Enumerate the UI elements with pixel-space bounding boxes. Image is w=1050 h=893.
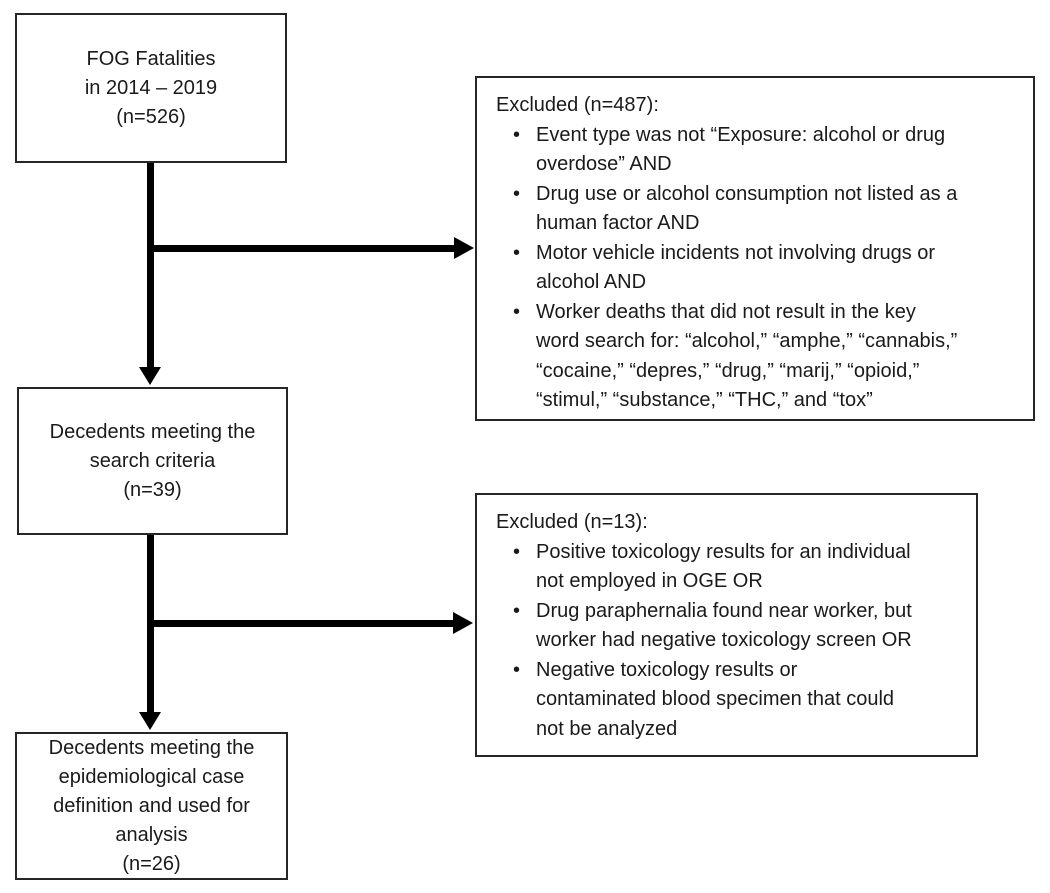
bullet-text-line: Positive toxicology results for an indiv… bbox=[536, 540, 911, 563]
box-text-line: FOG Fatalities bbox=[86, 47, 216, 70]
bullet-icon: • bbox=[513, 123, 521, 146]
bullet-icon: • bbox=[513, 241, 521, 264]
bullet-text-line: Negative toxicology results or bbox=[536, 658, 798, 681]
bullet-text-line: worker had negative toxicology screen OR bbox=[536, 629, 912, 651]
exclusion-box-2: Excluded (n=13): • Positive toxicology r… bbox=[475, 493, 978, 757]
box-text-line: Decedents meeting the bbox=[48, 736, 255, 759]
bullet-item: • Drug use or alcohol consumption not li… bbox=[496, 180, 1021, 239]
bullet-item: • Worker deaths that did not result in t… bbox=[496, 298, 1021, 416]
flow-box-case-definition: Decedents meeting the epidemiological ca… bbox=[15, 732, 288, 880]
box-text-line: definition and used for bbox=[53, 794, 250, 817]
bullet-text-line: not employed in OGE OR bbox=[536, 570, 763, 592]
arrow-down-icon bbox=[139, 367, 161, 385]
exclusion-title: Excluded (n=487): bbox=[496, 94, 659, 116]
bullet-icon: • bbox=[513, 540, 521, 563]
bullet-text-line: Drug use or alcohol consumption not list… bbox=[536, 182, 958, 205]
bullet-icon: • bbox=[513, 300, 521, 323]
bullet-text-line: human factor AND bbox=[536, 212, 700, 234]
bullet-item: • Event type was not “Exposure: alcohol … bbox=[496, 121, 1021, 180]
arrow-down-icon bbox=[139, 712, 161, 730]
box-text-line: (n=39) bbox=[123, 478, 182, 501]
bullet-text-line: Motor vehicle incidents not involving dr… bbox=[536, 241, 936, 264]
bullet-text-line: “stimul,” “substance,” “THC,” and “tox” bbox=[536, 389, 873, 411]
bullet-text-line: word search for: “alcohol,” “amphe,” “ca… bbox=[536, 330, 958, 352]
flow-box-fog-fatalities: FOG Fatalities in 2014 – 2019 (n=526) bbox=[15, 13, 287, 163]
box-text-line: search criteria bbox=[89, 449, 216, 472]
bullet-text-line: not be analyzed bbox=[536, 717, 678, 740]
bullet-text-line: “cocaine,” “depres,” “drug,” “marij,” “o… bbox=[536, 359, 920, 382]
box-text-line: (n=526) bbox=[116, 105, 186, 128]
bullet-text-line: overdose” AND bbox=[536, 153, 672, 175]
bullet-item: • Motor vehicle incidents not involving … bbox=[496, 239, 1021, 298]
bullet-item: • Positive toxicology results for an ind… bbox=[496, 538, 964, 597]
arrow-box1-to-box2-shaft bbox=[147, 163, 154, 368]
bullet-item: • Negative toxicology results or contami… bbox=[496, 656, 964, 745]
bullet-text-line: Drug paraphernalia found near worker, bu… bbox=[536, 599, 912, 622]
exclusion-title: Excluded (n=13): bbox=[496, 511, 648, 533]
box-text-line: analysis bbox=[115, 823, 188, 846]
arrow-to-exclusion1-shaft bbox=[147, 245, 455, 252]
bullet-text-line: alcohol AND bbox=[536, 271, 647, 293]
bullet-icon: • bbox=[513, 599, 521, 622]
bullet-icon: • bbox=[513, 658, 521, 681]
bullet-icon: • bbox=[513, 182, 521, 205]
box-text-line: (n=26) bbox=[122, 852, 181, 875]
box-text-line: Decedents meeting the bbox=[49, 420, 256, 443]
arrow-right-icon bbox=[453, 612, 473, 634]
box-text-line: epidemiological case bbox=[58, 765, 245, 788]
bullet-text-line: Worker deaths that did not result in the… bbox=[536, 300, 916, 323]
bullet-text-line: Event type was not “Exposure: alcohol or… bbox=[536, 123, 946, 146]
exclusion-box-1: Excluded (n=487): • Event type was not “… bbox=[475, 76, 1035, 421]
bullet-text-line: contaminated blood specimen that could bbox=[536, 688, 895, 710]
arrow-right-icon bbox=[454, 237, 474, 259]
flow-box-search-criteria: Decedents meeting the search criteria (n… bbox=[17, 387, 288, 535]
box-text-line: in 2014 – 2019 bbox=[84, 76, 218, 99]
bullet-item: • Drug paraphernalia found near worker, … bbox=[496, 597, 964, 656]
arrow-to-exclusion2-shaft bbox=[147, 620, 453, 627]
